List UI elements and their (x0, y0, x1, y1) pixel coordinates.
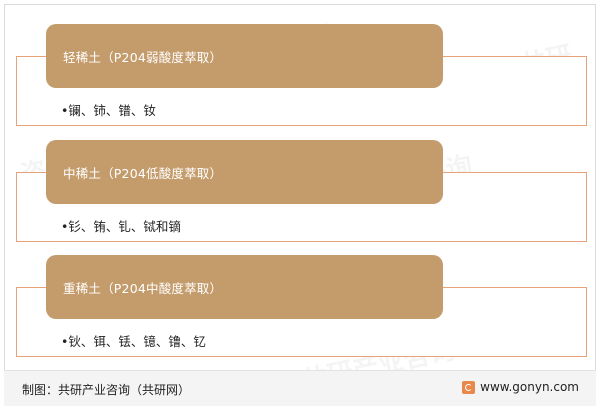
category-header-label: 重稀土（P204中酸度萃取） (63, 280, 223, 296)
category-header-label: 中稀土（P204低酸度萃取） (63, 165, 223, 181)
category-elements: •钬、铒、铥、镱、镥、钇 (61, 334, 206, 349)
site-brand: www.gonyn.com (462, 380, 579, 394)
category-heavy-rare-earth: 重稀土（P204中酸度萃取） •钬、铒、铥、镱、镥、钇 (0, 255, 602, 365)
category-header-label: 轻稀土（P204弱酸度萃取） (63, 49, 223, 65)
category-medium-rare-earth: 中稀土（P204低酸度萃取） •钐、铕、钆、铽和镝 (0, 140, 602, 250)
category-header: 中稀土（P204低酸度萃取） (46, 140, 443, 204)
category-elements: •镧、铈、镨、钕 (61, 103, 156, 118)
category-header: 轻稀土（P204弱酸度萃取） (46, 24, 443, 88)
source-credit: 制图：共研产业咨询（共研网） (22, 383, 191, 397)
category-header: 重稀土（P204中酸度萃取） (46, 255, 443, 319)
gonyn-logo-icon (462, 380, 476, 394)
category-elements: •钐、铕、钆、铽和镝 (61, 219, 181, 234)
category-light-rare-earth: 轻稀土（P204弱酸度萃取） •镧、铈、镨、钕 (0, 24, 602, 134)
site-url: www.gonyn.com (480, 380, 579, 394)
figure-footer: 制图：共研产业咨询（共研网） www.gonyn.com (4, 370, 596, 406)
